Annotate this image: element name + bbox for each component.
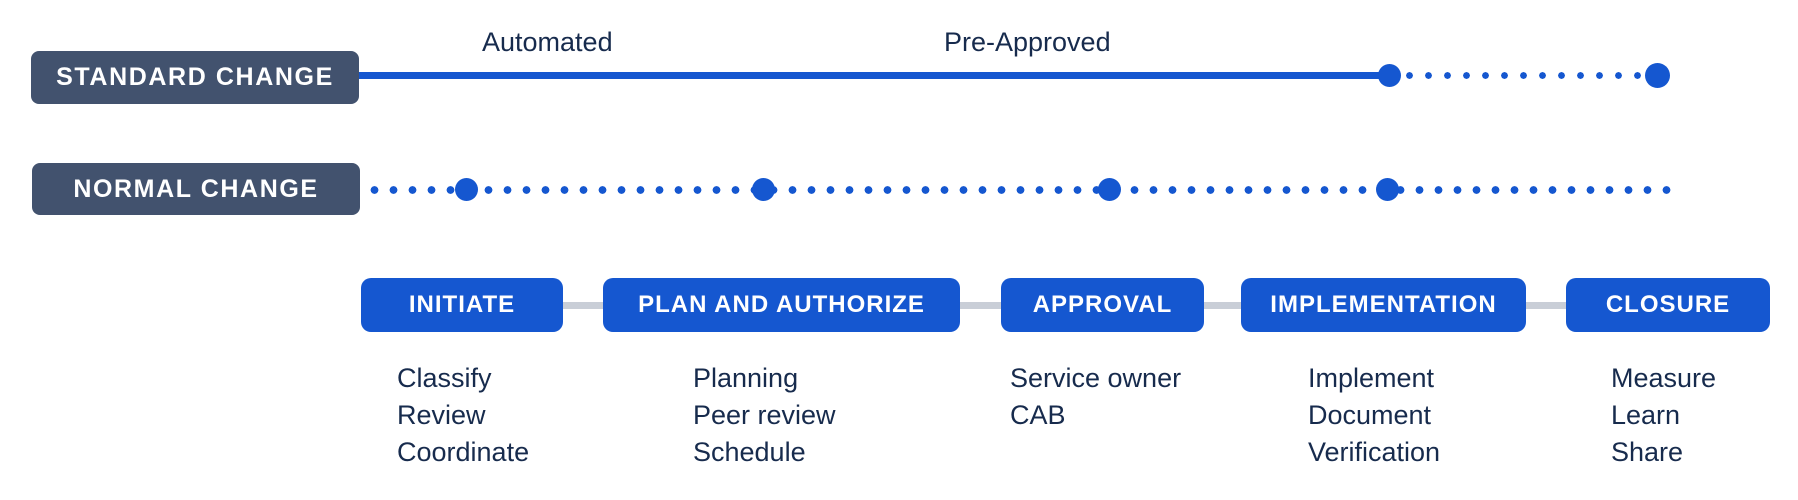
lane-normal-change-label: NORMAL CHANGE (73, 174, 319, 203)
lane-standard-change: STANDARD CHANGE (31, 51, 359, 104)
phase-label: INITIATE (408, 291, 516, 318)
task-item: Implement (1308, 363, 1435, 393)
phase-box-closure: CLOSURE (1566, 278, 1770, 332)
task-item: Classify (397, 363, 492, 393)
task-item: Measure (1611, 363, 1717, 393)
lane-standard-change-label: STANDARD CHANGE (56, 63, 334, 91)
task-item: Document (1308, 400, 1432, 430)
phase-tasks-plan-and-authorize: Planning Peer review Schedule (693, 360, 836, 471)
task-item: Service owner (1010, 363, 1182, 393)
annotation-pre-approved: Pre-Approved (944, 27, 1111, 57)
normal-milestone-dot-approval (1098, 178, 1121, 201)
task-item: Schedule (693, 437, 806, 467)
phase-box-initiate: INITIATE (361, 278, 563, 332)
phase-label: APPROVAL (1032, 291, 1173, 318)
phase-label: PLAN AND AUTHORIZE (638, 291, 925, 318)
phase-label: CLOSURE (1605, 291, 1731, 318)
phase-box-plan-and-authorize: PLAN AND AUTHORIZE (603, 278, 960, 332)
normal-milestone-dot-plan (752, 178, 775, 201)
standard-timeline-dotted-segment (1400, 72, 1648, 79)
task-item: CAB (1010, 400, 1066, 430)
standard-timeline-solid-segment (359, 72, 1390, 79)
phase-tasks-approval: Service owner CAB (1010, 360, 1181, 434)
normal-milestone-dot-initiate (455, 178, 478, 201)
normal-milestone-dot-implementation (1376, 178, 1399, 201)
annotation-automated: Automated (482, 27, 613, 57)
task-item: Share (1611, 437, 1684, 467)
phase-label: IMPLEMENTATION (1270, 291, 1497, 318)
standard-milestone-dot-closure (1645, 63, 1670, 88)
standard-milestone-dot-implementation (1378, 64, 1401, 87)
task-item: Verification (1308, 437, 1441, 467)
phase-tasks-implementation: Implement Document Verification (1308, 360, 1440, 471)
task-item: Learn (1611, 400, 1681, 430)
task-item: Coordinate (397, 437, 530, 467)
normal-timeline-dotted-line (365, 186, 1673, 194)
phase-box-implementation: IMPLEMENTATION (1241, 278, 1526, 332)
phase-tasks-initiate: Classify Review Coordinate (397, 360, 529, 471)
task-item: Peer review (693, 400, 836, 430)
phase-tasks-closure: Measure Learn Share (1611, 360, 1716, 471)
lane-normal-change: NORMAL CHANGE (32, 163, 360, 215)
task-item: Planning (693, 363, 799, 393)
phase-box-approval: APPROVAL (1001, 278, 1204, 332)
task-item: Review (397, 400, 486, 430)
